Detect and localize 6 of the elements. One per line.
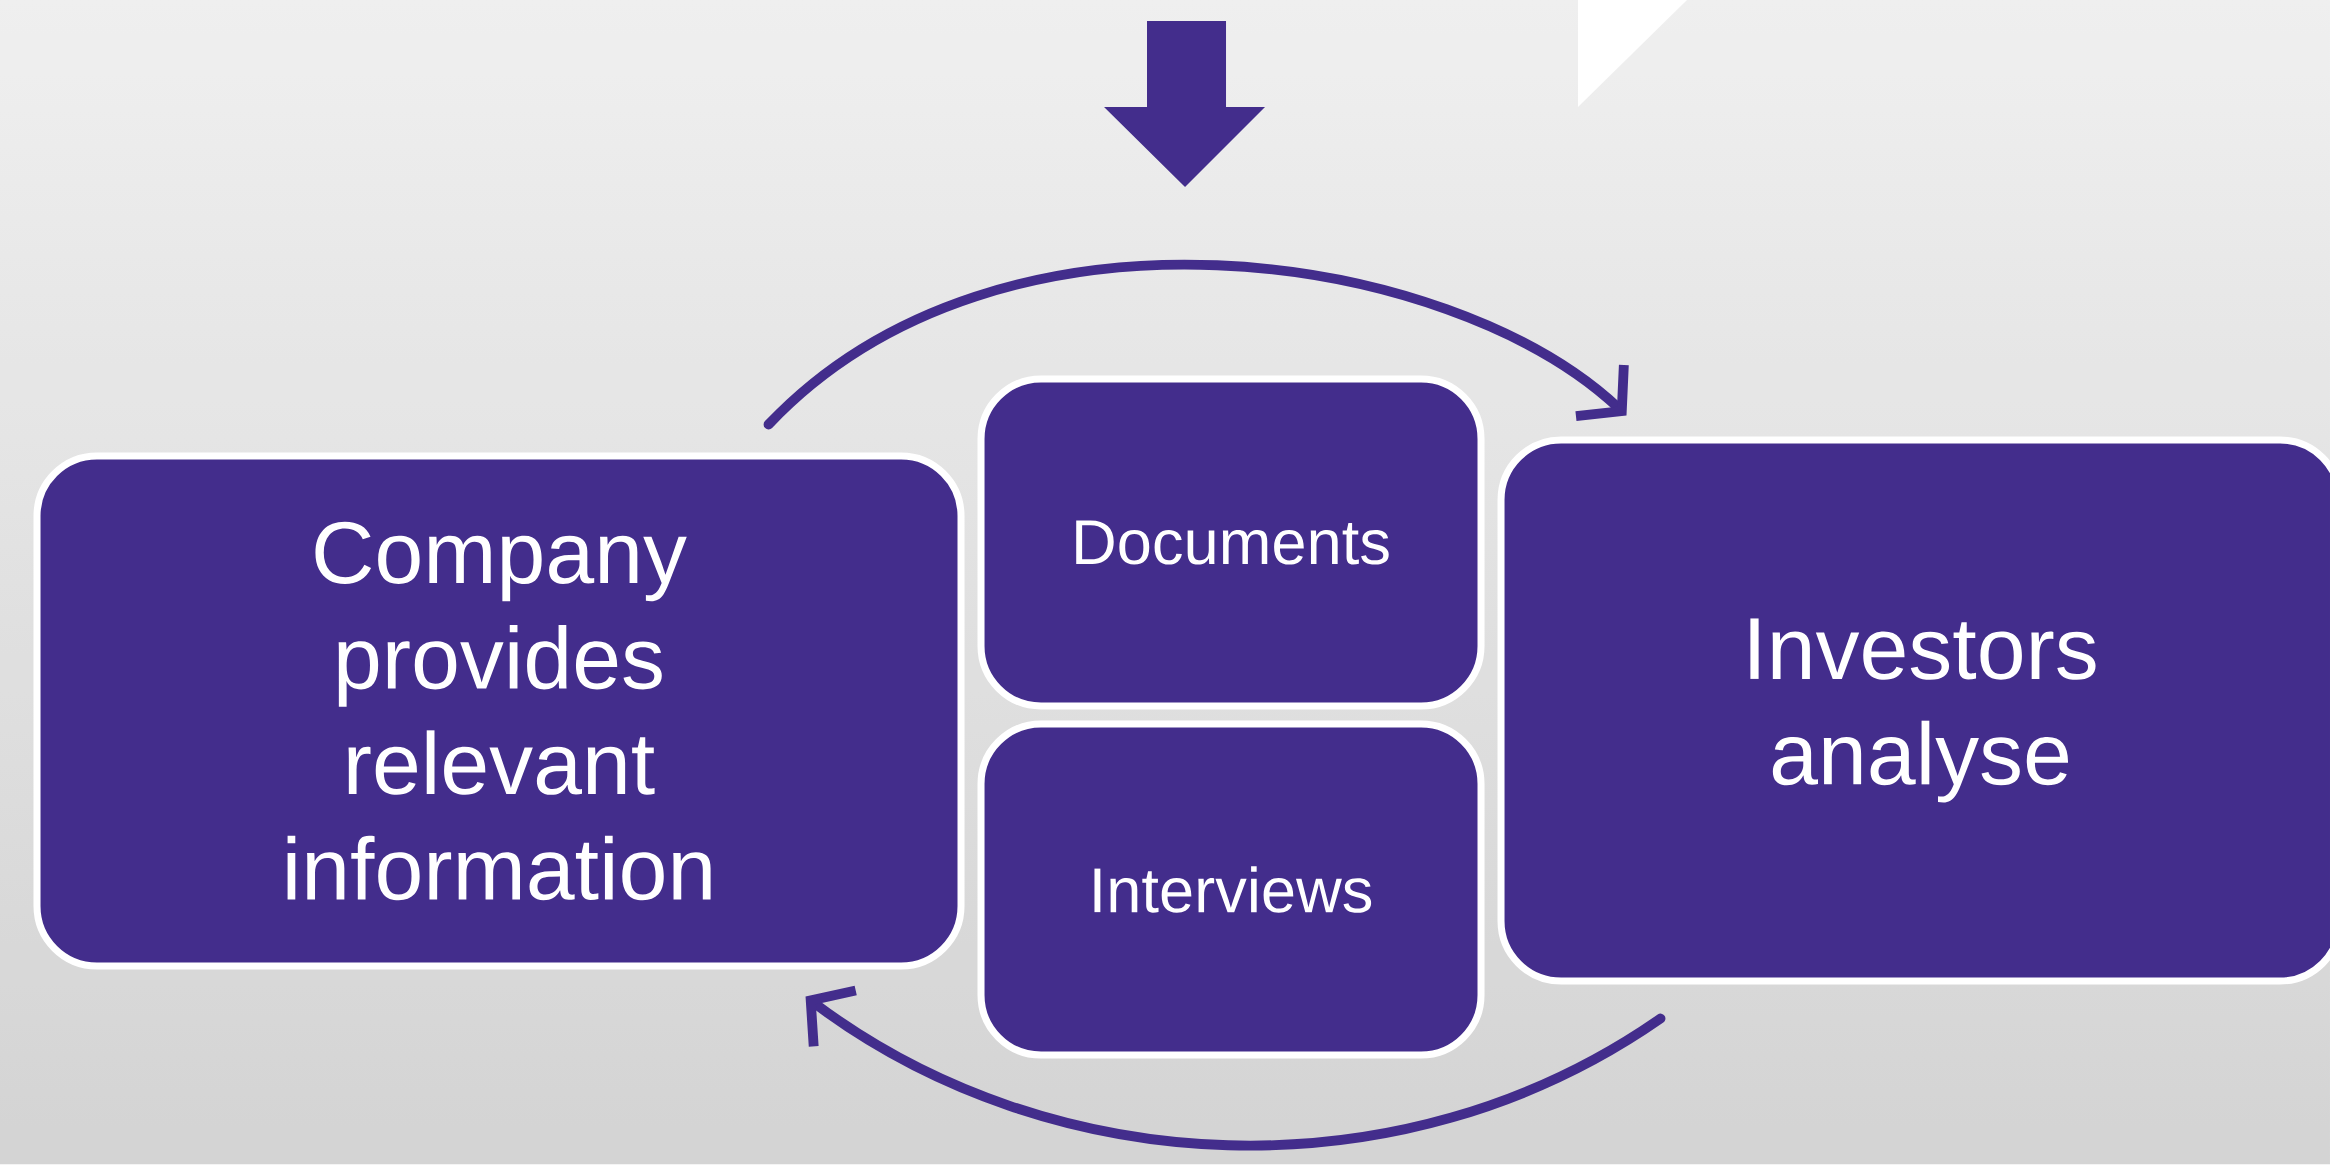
process-box: Company provides relevant information [33,452,965,970]
process-box: Documents [977,375,1485,710]
curved-arrow [763,260,1629,430]
process-box: Investors analyse [1497,436,2330,985]
curved-arrow [805,985,1666,1151]
process-box: Interviews [977,720,1485,1059]
